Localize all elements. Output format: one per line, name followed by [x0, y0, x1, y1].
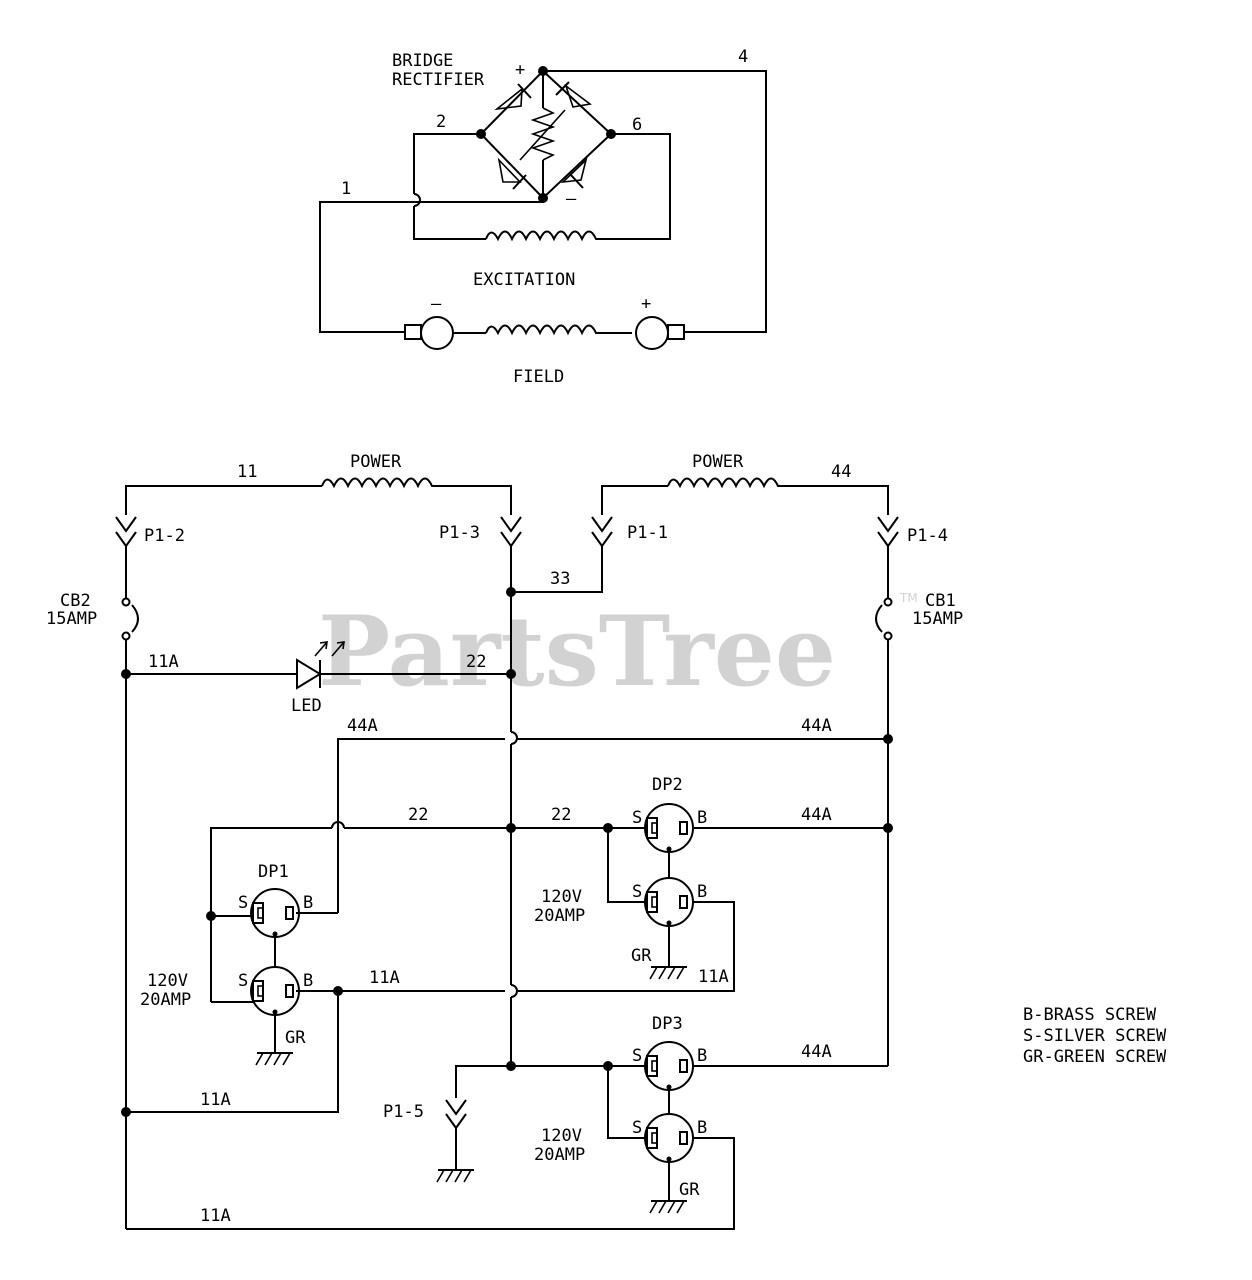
receptacle-rating-volts: 120V [541, 887, 582, 907]
receptacle-rating-volts: 120V [147, 971, 188, 991]
breaker-cb2-name: CB2 [60, 591, 91, 611]
wire-label-1: 1 [341, 179, 351, 199]
receptacle-rating-amps: 20AMP [140, 990, 191, 1010]
wire-label-44a: 44A [801, 805, 832, 825]
receptacle-dp1: DP1 S B S B GR 120V 20AMP [140, 862, 313, 1066]
wire-label-11: 11 [237, 462, 257, 482]
rectifier-label: BRIDGE [392, 51, 453, 71]
screw-label-b: B [303, 893, 313, 913]
screw-label-s: S [238, 971, 248, 991]
excitation-label: EXCITATION [473, 270, 575, 290]
receptacle-name-dp3: DP3 [652, 1014, 683, 1034]
wire-label-44: 44 [831, 462, 851, 482]
led [296, 641, 345, 690]
receptacle-dp3: DP3 S B S B GR 120V 20AMP [534, 1014, 707, 1214]
watermark: PartsTree [318, 595, 836, 708]
power-winding-label: POWER [350, 452, 402, 472]
screw-label-gr: GR [679, 1180, 700, 1200]
bridge-rectifier [476, 66, 616, 203]
screw-label-b: B [697, 1118, 707, 1138]
power-winding-left [321, 477, 438, 489]
connector-label-p1-5: P1-5 [383, 1102, 424, 1122]
field-winding [404, 316, 685, 350]
screw-legend: B-BRASS SCREW S-SILVER SCREW GR-GREEN SC… [1023, 1005, 1167, 1067]
connector-label-p1-2: P1-2 [144, 526, 185, 546]
screw-label-gr: GR [631, 946, 652, 966]
connector-p1-4 [877, 516, 899, 548]
wire-label-4: 4 [738, 47, 748, 67]
screw-label-s: S [632, 1046, 642, 1066]
wire-label-22: 22 [551, 805, 571, 825]
connector-label-p1-1: P1-1 [627, 523, 668, 543]
screw-label-s: S [632, 882, 642, 902]
wire-label-33: 33 [550, 569, 570, 589]
screw-label-s: S [632, 808, 642, 828]
rectifier-minus: – [566, 189, 577, 209]
connector-p1-2 [115, 516, 137, 548]
connector-label-p1-4: P1-4 [907, 526, 948, 546]
wire-label-11a: 11A [148, 652, 179, 672]
wire-label-44a: 44A [347, 716, 378, 736]
receptacle-name-dp2: DP2 [652, 775, 683, 795]
excitation-coil [485, 230, 599, 242]
power-winding-right [667, 477, 784, 489]
wire-label-44a: 44A [801, 716, 832, 736]
field-label: FIELD [513, 367, 564, 387]
wire-label-44a: 44A [801, 1042, 832, 1062]
wire-label-22: 22 [466, 652, 486, 672]
power-winding-label: POWER [692, 452, 744, 472]
connector-p1-3 [500, 516, 522, 548]
breaker-cb2-rating: 15AMP [46, 609, 97, 629]
receptacle-rating-volts: 120V [541, 1126, 582, 1146]
wire-label-11a: 11A [200, 1090, 231, 1110]
receptacle-rating-amps: 20AMP [534, 906, 585, 926]
exciter-circuit: BRIDGE RECTIFIER + – 1 2 4 6 EXCITATION … [319, 47, 767, 387]
wire-label-22: 22 [408, 805, 428, 825]
screw-label-b: B [697, 882, 707, 902]
screw-label-s: S [632, 1118, 642, 1138]
legend-green: GR-GREEN SCREW [1023, 1047, 1167, 1067]
wire-label-11a: 11A [369, 968, 400, 988]
receptacle-name-dp1: DP1 [258, 862, 289, 882]
screw-label-b: B [697, 808, 707, 828]
led-label: LED [291, 696, 322, 716]
receptacle-rating-amps: 20AMP [534, 1145, 585, 1165]
wire-label-11a: 11A [200, 1206, 231, 1226]
legend-brass: B-BRASS SCREW [1023, 1005, 1157, 1025]
watermark-trademark: TM [899, 591, 918, 605]
breaker-cb1-rating: 15AMP [912, 609, 963, 629]
field-minus: – [431, 294, 442, 314]
connector-label-p1-3: P1-3 [439, 523, 480, 543]
legend-silver: S-SILVER SCREW [1023, 1026, 1167, 1046]
power-circuit: POWER POWER 11 44 33 P1-2 P1-3 P1-1 P1-4… [46, 452, 963, 1230]
field-plus: + [641, 294, 651, 314]
breaker-cb1-name: CB1 [925, 591, 956, 611]
screw-label-b: B [697, 1046, 707, 1066]
screw-label-s: S [238, 893, 248, 913]
rectifier-label: RECTIFIER [392, 70, 485, 90]
connector-p1-1 [591, 516, 613, 548]
wire-label-6: 6 [632, 115, 642, 135]
ground-symbol [436, 1169, 474, 1183]
screw-label-b: B [303, 971, 313, 991]
screw-label-gr: GR [285, 1028, 306, 1048]
wire-label-2: 2 [436, 112, 446, 132]
wire-label-11a: 11A [698, 967, 729, 987]
connector-p1-5 [445, 1099, 467, 1130]
rectifier-plus: + [515, 60, 525, 80]
receptacle-dp2: DP2 S B S B GR 120V 20AMP [534, 775, 707, 980]
